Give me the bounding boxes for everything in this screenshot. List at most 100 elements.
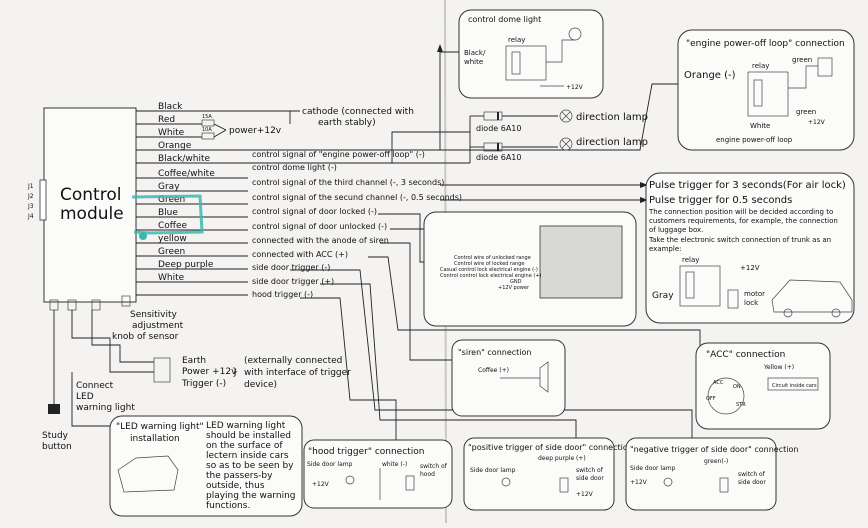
engine-orange: Orange (-) [684, 70, 736, 81]
lock-wire: Control control lock electrical engine (… [440, 273, 542, 279]
diode-label: diode 6A10 [476, 153, 521, 162]
lock-module-box [539, 225, 623, 299]
trigger-note: (externally connected [244, 356, 342, 366]
pulse-gray: Gray [652, 291, 674, 301]
wire-color-label: Black/white [158, 154, 210, 164]
sensitivity-label: knob of sensor [112, 332, 179, 342]
wire-color-label: Gray [158, 182, 180, 192]
dome-wire-label: white [464, 58, 483, 66]
wire-color-label: White [158, 273, 185, 283]
connect-label: LED [76, 392, 94, 402]
pos-switch: switch of [576, 467, 604, 474]
siren-wire: Coffee (+) [478, 367, 509, 374]
wire-color-label: Black [158, 102, 183, 112]
engine-caption: engine power-off loop [716, 136, 793, 144]
sensitivity-knob [121, 295, 131, 307]
wire-color-label: Coffee [158, 221, 188, 231]
dome-light-panel: control dome light relay Black/ white +1… [458, 9, 604, 99]
pulse-motor: lock [744, 299, 759, 307]
wire-desc: control dome light (-) [252, 163, 337, 172]
siren-panel: "siren" connection Coffee (+) [451, 339, 566, 417]
led-desc: outside, thus [206, 481, 265, 491]
pulse-relay: relay [682, 256, 699, 264]
wire-desc: earth stably) [318, 118, 376, 128]
fuse-icon [201, 119, 215, 127]
jack-label: J3 [27, 203, 34, 210]
sensitivity-label: adjustment [132, 321, 184, 331]
engine-green: green [792, 56, 812, 64]
acc-circuit: Circuit inside cars [772, 383, 817, 389]
negative-trigger-panel: "negative trigger of side door" connecti… [625, 437, 798, 511]
led-title: installation [130, 434, 180, 444]
neg-power: +12V [630, 479, 648, 486]
lock-wire: GND [510, 279, 522, 285]
wire-desc: connected with the anode of siren [252, 236, 389, 245]
acc-panel: "ACC" connection Yellow (+) Circuit insi… [695, 342, 831, 430]
pos-title: "positive trigger of side door" connecti… [468, 443, 633, 452]
wire-desc: cathode (connected with [302, 107, 414, 117]
pos-lamp: Side door lamp [470, 467, 516, 474]
control-module: Control module J1 J2 J3 J4 Sensitivity a… [27, 107, 184, 342]
acc-key: STR [736, 402, 746, 408]
pulse-body: example: [649, 245, 682, 253]
led-title: "LED warning light" [116, 422, 204, 432]
wire-color-label: Deep purple [158, 260, 214, 270]
highlight-dot [139, 232, 147, 240]
acc-yellow: Yellow (+) [763, 364, 794, 371]
led-desc: LED warning light [206, 421, 286, 431]
hood-wire: white (-) [382, 461, 407, 468]
trigger-note: with interface of trigger [244, 368, 351, 378]
lamp-icon [501, 477, 511, 487]
trigger-power: Power +12v [182, 367, 237, 377]
relay-label: relay [508, 36, 525, 44]
wire-color-label: Green [158, 195, 185, 205]
led-desc: so as to be seen by [206, 461, 294, 471]
lamp-icon [663, 477, 673, 487]
wire-color-label: White [158, 128, 185, 138]
engine-title: "engine power-off loop" connection [686, 39, 845, 49]
connector [91, 299, 101, 311]
positive-trigger-panel: "positive trigger of side door" connecti… [463, 437, 633, 511]
direction-lamps: diode 6A10 diode 6A10 direction lamp dir… [469, 109, 648, 163]
pulse-body: Take the electronic switch connection of… [648, 236, 831, 244]
fuse-label: 15A [202, 114, 212, 120]
wire-desc: control signal of door locked (-) [252, 207, 377, 216]
engine-power-off-panel: "engine power-off loop" connection Orang… [677, 29, 855, 151]
switch-icon [405, 475, 415, 491]
connect-label: warning light [76, 403, 135, 413]
central-lock-module: Control wire of unlocked range Control w… [423, 211, 637, 327]
pulse-line-2: Pulse trigger for 0.5 seconds [649, 195, 792, 206]
acc-title: "ACC" connection [706, 350, 785, 360]
pulse-body: The connection position will be decided … [648, 208, 833, 216]
jack-label: J4 [27, 213, 34, 220]
sensitivity-label: Sensitivity [130, 310, 178, 320]
trigger-trigger: Trigger (-) [181, 379, 226, 389]
study-label: button [42, 442, 72, 452]
wire-desc: control signal of the secund channel (-,… [252, 193, 462, 202]
fuse-icon [201, 132, 215, 140]
hood-switch: hood [420, 471, 435, 478]
acc-key: ON [733, 384, 741, 390]
wire-desc: side door trigger (+) [252, 277, 334, 286]
lamp-icon [559, 137, 573, 151]
trigger-earth: Earth [182, 356, 206, 366]
power-label: power+12v [229, 126, 282, 136]
wire-desc: hood trigger (-) [252, 290, 313, 299]
motor-icon [727, 289, 739, 309]
hood-switch: switch of [420, 463, 448, 470]
wire-desc: connected with ACC (+) [252, 250, 348, 259]
trigger-note: device) [244, 380, 277, 390]
wire-color-label: Red [158, 115, 175, 125]
pulse-power: +12V [740, 264, 760, 272]
led-desc: should be installed [206, 431, 291, 441]
led-panel [109, 415, 303, 517]
wire-desc: control signal of the third channel (-, … [252, 178, 444, 187]
wire-desc: control signal of "engine power-off loop… [252, 150, 425, 159]
neg-wire: green(-) [704, 458, 728, 465]
wire-desc: side door trigger (-) [252, 263, 330, 272]
switch-icon [719, 477, 729, 493]
pos-power: +12V [576, 491, 594, 498]
jack-label: J1 [27, 183, 34, 190]
module-title-2: module [60, 204, 124, 224]
